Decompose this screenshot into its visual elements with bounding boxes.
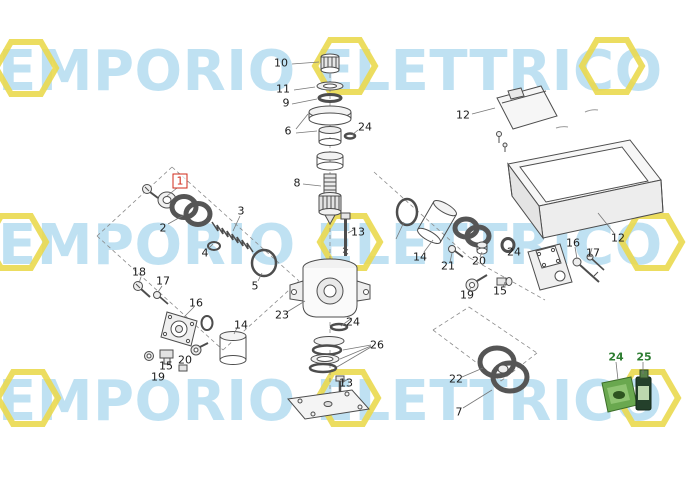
part-callout-15: 15 <box>159 359 173 373</box>
part-callout-12: 12 <box>611 231 625 245</box>
part-callout-14: 14 <box>234 318 248 332</box>
part-4-washer <box>207 241 221 251</box>
part-callout-4: 4 <box>201 246 209 260</box>
part-callout-17: 17 <box>586 246 600 260</box>
part-13-bolt-upper <box>340 212 351 256</box>
part-callout-14: 14 <box>413 250 427 264</box>
part-16-valve-body-left <box>160 311 214 347</box>
part-callout-13: 13 <box>339 376 353 390</box>
part-19-banjo-right <box>465 274 488 292</box>
part-callout-7: 7 <box>455 405 463 419</box>
part-callout-6: 6 <box>284 124 292 138</box>
part-callout-16: 16 <box>189 296 203 310</box>
part-6-flange-cap <box>308 105 352 171</box>
part-callout-26: 26 <box>370 338 384 352</box>
part-callout-3: 3 <box>237 204 245 218</box>
part-24-oring-right <box>500 237 516 253</box>
part-callout-19: 19 <box>151 370 165 384</box>
part-24-oring-top <box>343 132 357 140</box>
part-16-manifold-right <box>527 243 573 291</box>
base-plate <box>287 389 370 420</box>
left-fittings-group <box>144 342 209 372</box>
part-callout-18: 18 <box>132 265 146 279</box>
part-callout-16: 16 <box>566 236 580 250</box>
leader-lines <box>138 61 644 409</box>
part-11-washer <box>316 81 344 91</box>
part-22-7-pulley <box>477 345 530 394</box>
part-17-screw-left <box>153 291 169 305</box>
part-10-filter <box>320 53 340 74</box>
part-3-spring <box>211 221 254 253</box>
part-8-drive-gear <box>318 173 342 226</box>
part-26-seal-kit <box>308 336 345 374</box>
part-callout-10: 10 <box>274 56 288 70</box>
part-callout-24: 24 <box>346 315 360 329</box>
part-12-cover <box>496 85 558 152</box>
part-callout-8: 8 <box>293 176 301 190</box>
part-24-grease-sachet <box>601 376 638 413</box>
part-9-seal <box>317 93 343 103</box>
part-callout-24: 24 <box>358 120 372 134</box>
part-callout-23: 23 <box>275 308 289 322</box>
part-14-cylinder-left <box>219 331 247 365</box>
part-14-cylinder-right <box>417 200 457 244</box>
part-callout-2: 2 <box>159 221 167 235</box>
part-25-oil-bottle <box>635 369 652 411</box>
part-21-screw <box>448 245 464 258</box>
part-callout-13: 13 <box>351 225 365 239</box>
part-callout-21: 21 <box>441 259 455 273</box>
part-15-plug-right <box>496 277 513 286</box>
part-callout-22: 22 <box>449 372 463 386</box>
part-18-screw <box>133 281 151 298</box>
part-1-piston-assembly <box>142 184 213 227</box>
part-callout-19: 19 <box>460 288 474 302</box>
part-callout-25: 25 <box>636 350 652 364</box>
part-20-plug-right <box>476 241 488 255</box>
part-callout-17: 17 <box>156 274 170 288</box>
part-callout-15: 15 <box>493 284 507 298</box>
part-callout-24: 24 <box>507 245 521 259</box>
part-callout-24: 24 <box>608 350 624 364</box>
part-callout-11: 11 <box>276 82 290 96</box>
part-callout-20: 20 <box>472 254 486 268</box>
part-5-ring-right <box>395 197 419 227</box>
part-24-oring-body <box>329 322 349 332</box>
part-23-pump-body <box>289 258 371 318</box>
part-callout-20: 20 <box>178 353 192 367</box>
part-callout-12: 12 <box>456 108 470 122</box>
part-callout-5: 5 <box>251 279 259 293</box>
part-12-case <box>507 109 664 240</box>
part-5-oring-left <box>250 248 278 278</box>
part-callout-9: 9 <box>282 96 290 110</box>
part-callout-1: 1 <box>172 173 188 189</box>
